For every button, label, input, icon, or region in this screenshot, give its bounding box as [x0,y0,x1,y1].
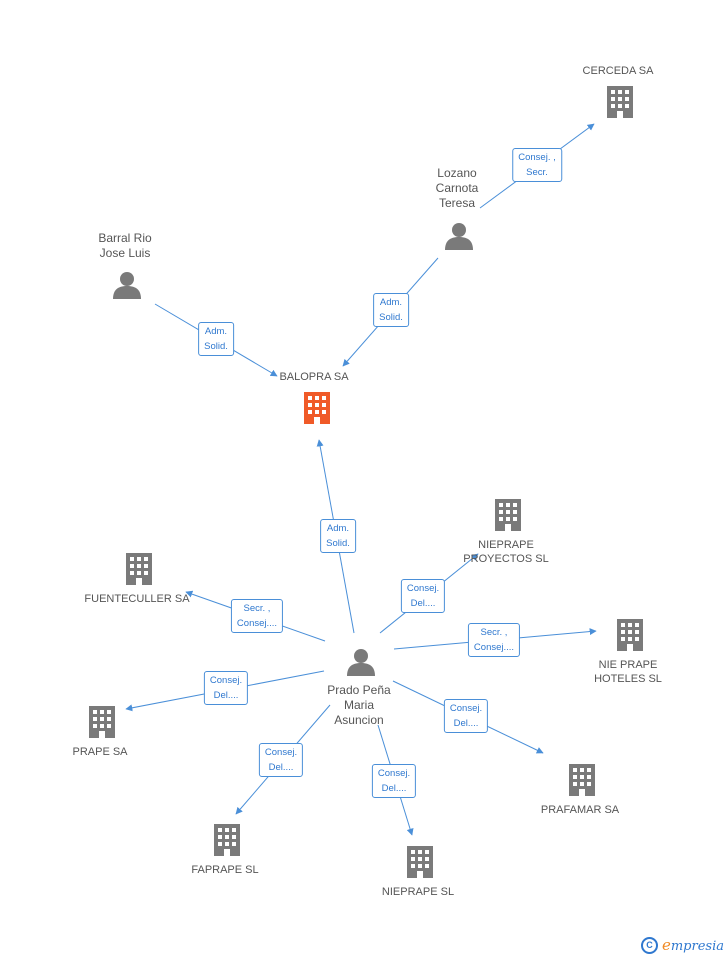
node-label-cerceda[interactable]: CERCEDA SA [582,65,654,77]
node-label-prape[interactable]: PRAPE SA [72,746,128,758]
lozano-person-icon[interactable] [445,223,473,250]
node-label-prado[interactable]: Prado Peña Maria Asuncion [327,683,391,727]
cerceda-building-icon[interactable] [607,86,633,118]
prape-building-icon[interactable] [89,706,115,738]
balopra-building-icon[interactable] [304,392,330,424]
node-label-balopra[interactable]: BALOPRA SA [279,371,349,383]
edge-label-prado-balopra[interactable]: Adm. Solid. [320,519,356,553]
nieprape-building-icon[interactable] [407,846,433,878]
node-label-fuenteculler[interactable]: FUENTECULLER SA [84,593,190,605]
edge-label-prado-faprape[interactable]: Consej. Del.... [258,743,304,777]
edge-label-lozano-balopra[interactable]: Adm. Solid. [373,293,409,327]
fuenteculler-building-icon[interactable] [126,553,152,585]
edge-label-prado-fuenteculler[interactable]: Secr. , Consej.... [230,599,284,633]
node-label-faprape[interactable]: FAPRAPE SL [191,864,259,876]
faprape-building-icon[interactable] [214,824,240,856]
edge-label-prado-nie_prape_hot[interactable]: Secr. , Consej.... [467,623,521,657]
edge-label-prado-prape[interactable]: Consej. Del.... [203,671,249,705]
node-label-nie_prape_hot[interactable]: NIE PRAPE HOTELES SL [594,659,662,685]
prado-person-icon[interactable] [347,649,375,676]
barral-person-icon[interactable] [113,272,141,299]
node-label-barral[interactable]: Barral Rio Jose Luis [98,231,152,260]
node-label-lozano[interactable]: Lozano Carnota Teresa [435,166,479,210]
edge-label-barral-balopra[interactable]: Adm. Solid. [198,322,234,356]
edge-label-prado-nieprape_proy[interactable]: Consej. Del.... [400,579,446,613]
footer-brand: C empresia [640,936,724,954]
brand-logo: empresia [661,936,724,954]
edge-label-prado-prafamar[interactable]: Consej. Del.... [443,699,489,733]
node-label-nieprape_proy[interactable]: NIEPRAPE PROYECTOS SL [463,539,549,565]
nie_prape_hot-building-icon[interactable] [617,619,643,651]
copyright-icon: C [640,936,658,954]
node-label-nieprape[interactable]: NIEPRAPE SL [381,886,455,898]
prafamar-building-icon[interactable] [569,764,595,796]
node-label-prafamar[interactable]: PRAFAMAR SA [540,804,620,816]
edge-label-prado-nieprape[interactable]: Consej. Del.... [371,764,417,798]
nieprape_proy-building-icon[interactable] [495,499,521,531]
edge-label-lozano-cerceda[interactable]: Consej. , Secr. [512,148,562,182]
